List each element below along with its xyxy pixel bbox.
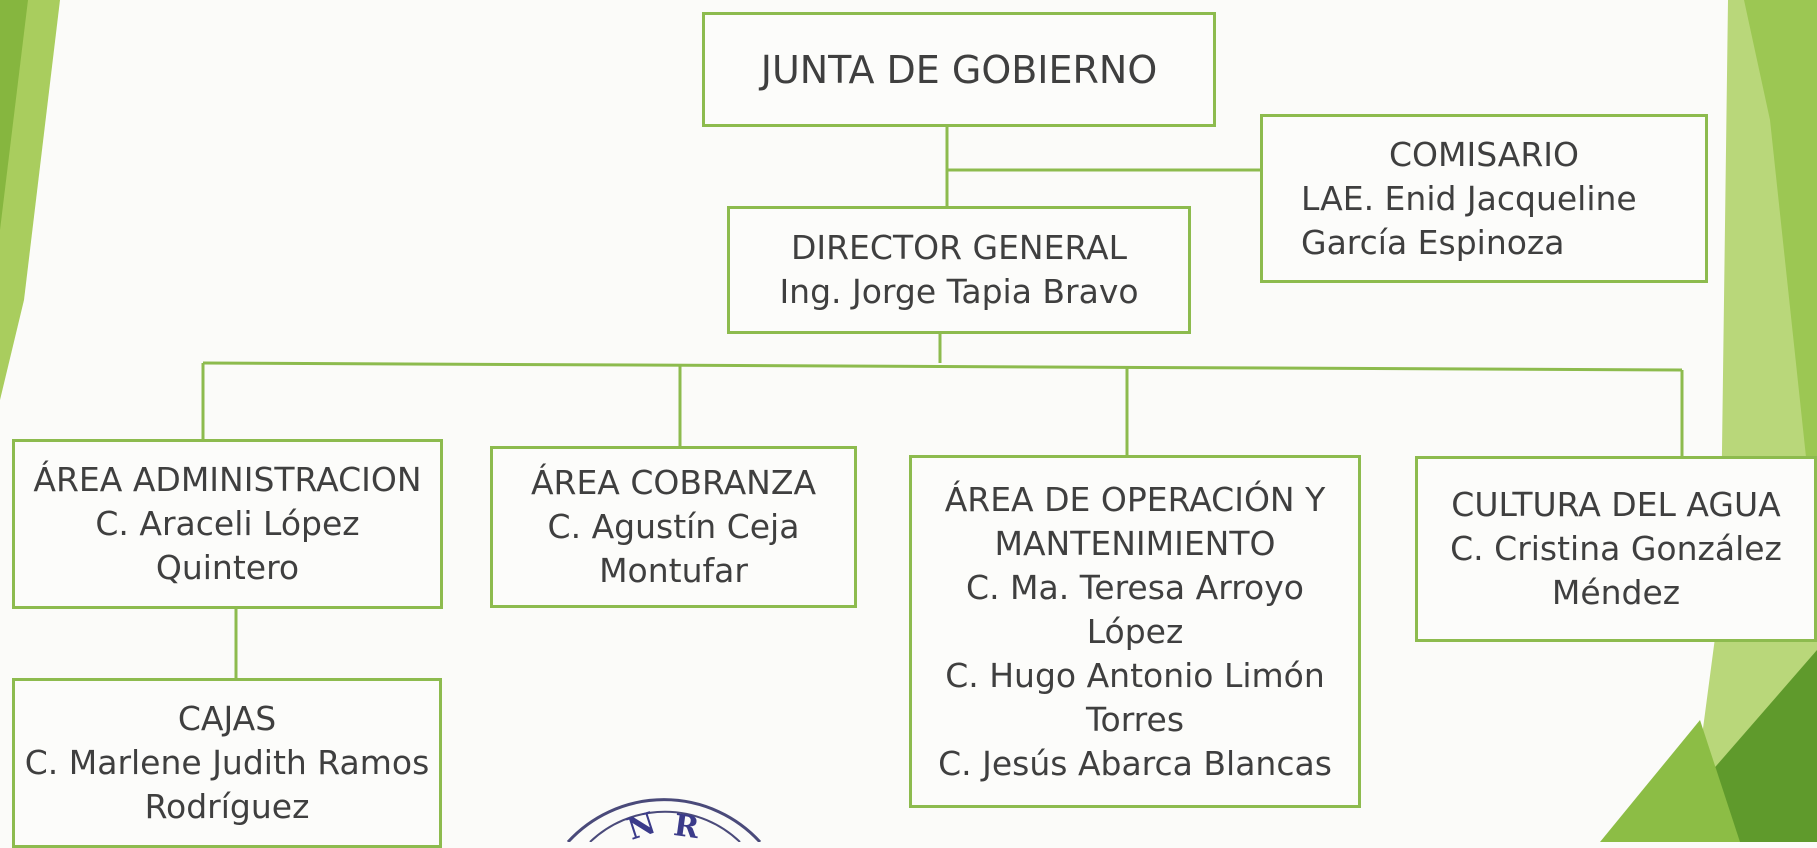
box-cultura-del-agua: CULTURA DEL AGUA C. Cristina González Mé… bbox=[1415, 456, 1817, 642]
right-green-stripe-mid bbox=[1744, 0, 1817, 560]
box-title: ÁREA DE OPERACIÓN Y bbox=[944, 479, 1326, 519]
box-comisario: COMISARIO LAE. Enid Jacqueline García Es… bbox=[1260, 114, 1708, 283]
box-area-operacion-mantenimiento: ÁREA DE OPERACIÓN Y MANTENIMIENTO C. Ma.… bbox=[909, 455, 1361, 808]
box-person-name: Rodríguez bbox=[144, 787, 310, 826]
stamp-letter-2: R bbox=[672, 808, 703, 842]
box-person-name: C. Cristina González bbox=[1450, 529, 1782, 568]
box-person-name: Torres bbox=[1085, 699, 1185, 739]
box-person-name: C. Araceli López bbox=[95, 504, 360, 543]
box-area-cobranza: ÁREA COBRANZA C. Agustín Ceja Montufar bbox=[490, 446, 857, 608]
box-person-name: Quintero bbox=[155, 548, 300, 587]
stamp-seal-inner bbox=[589, 810, 741, 842]
box-person-name: Ing. Jorge Tapia Bravo bbox=[779, 272, 1139, 311]
box-title: CULTURA DEL AGUA bbox=[1451, 485, 1781, 524]
box-person-name: C. Agustín Ceja bbox=[547, 507, 800, 546]
box-person-name: C. Ma. Teresa Arroyo bbox=[966, 567, 1304, 607]
box-title: MANTENIMIENTO bbox=[994, 523, 1276, 563]
box-title: ÁREA COBRANZA bbox=[530, 463, 817, 502]
box-person-name: C. Marlene Judith Ramos bbox=[24, 743, 430, 782]
box-person-name: Méndez bbox=[1551, 573, 1681, 612]
left-green-stripe-dark bbox=[0, 0, 28, 230]
box-junta-de-gobierno: JUNTA DE GOBIERNO bbox=[702, 12, 1216, 127]
box-text-line: JUNTA DE GOBIERNO bbox=[760, 47, 1158, 92]
box-title: ÁREA ADMINISTRACION bbox=[33, 460, 422, 499]
stamp-seal bbox=[566, 798, 762, 842]
box-title: CAJAS bbox=[177, 699, 277, 738]
connector-lines bbox=[201, 127, 1684, 678]
connector-horizontal-bus bbox=[202, 361, 1683, 372]
box-person-name: López bbox=[1086, 611, 1184, 651]
box-person-name: C. Hugo Antonio Limón bbox=[945, 655, 1325, 695]
box-director-general: DIRECTOR GENERAL Ing. Jorge Tapia Bravo bbox=[727, 206, 1191, 334]
box-area-administracion: ÁREA ADMINISTRACION C. Araceli López Qui… bbox=[12, 439, 443, 609]
box-cajas: CAJAS C. Marlene Judith Ramos Rodríguez bbox=[12, 678, 442, 848]
box-person-name: Montufar bbox=[599, 551, 748, 590]
box-title: DIRECTOR GENERAL bbox=[790, 228, 1128, 267]
box-person-name: García Espinoza bbox=[1301, 222, 1565, 262]
box-title: COMISARIO bbox=[1389, 134, 1579, 174]
right-green-stripe-mid2 bbox=[1600, 720, 1740, 842]
box-person-name: C. Jesús Abarca Blancas bbox=[938, 743, 1332, 783]
box-person-name: LAE. Enid Jacqueline bbox=[1301, 178, 1637, 218]
